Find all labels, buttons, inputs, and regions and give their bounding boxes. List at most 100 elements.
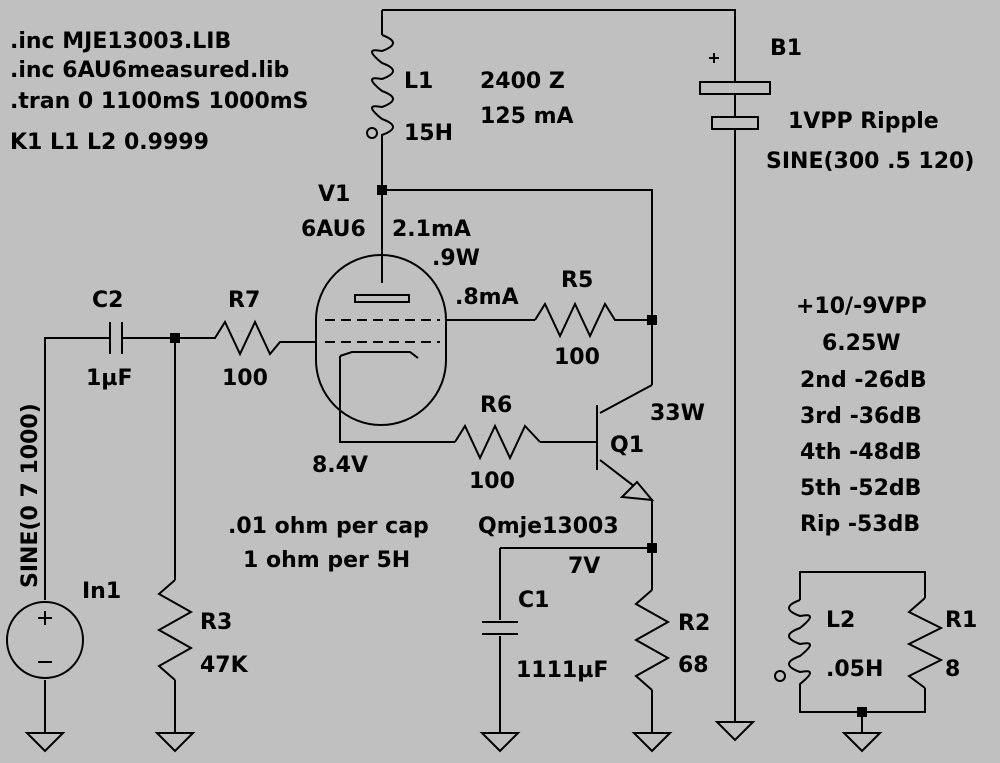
in1-circle — [6, 601, 84, 679]
tube-ref: V1 — [318, 182, 350, 207]
c1-value: 1111µF — [516, 658, 608, 683]
wire-top-rail — [382, 9, 736, 55]
q1-power: 33W — [650, 401, 705, 426]
directive-tran: .tran 0 1100mS 1000mS — [10, 89, 309, 114]
ground-b1 — [714, 721, 756, 742]
junction-output — [857, 707, 867, 717]
ground-r3 — [154, 732, 196, 753]
q1-model: Qmje13003 — [478, 514, 619, 539]
wire-in1-to-c2 — [44, 337, 110, 600]
l2-ref: L2 — [826, 608, 855, 633]
junction-r5 — [647, 315, 657, 325]
r7-value: 100 — [222, 366, 268, 391]
r3-ref: R3 — [200, 610, 232, 635]
capacitor-c2[interactable] — [109, 322, 123, 354]
resistor-r5[interactable] — [534, 301, 625, 339]
transistor-q1[interactable] — [596, 405, 655, 502]
l1-coil — [371, 34, 394, 150]
r5-ref: R5 — [561, 268, 593, 293]
c1-ref: C1 — [518, 588, 549, 613]
tube-envelope — [315, 254, 447, 426]
directive-inc-mje: .inc MJE13003.LIB — [10, 29, 231, 54]
junctions — [170, 185, 867, 717]
wire-plate-to-r5 — [382, 189, 653, 320]
in1-ref: In1 — [82, 579, 121, 604]
q1-collector-lead — [599, 384, 653, 414]
capacitor-c1[interactable] — [482, 621, 518, 635]
result-swing: +10/-9VPP — [796, 294, 927, 319]
r3-value: 47K — [200, 653, 249, 678]
r1-value: 8 — [945, 657, 960, 682]
ground-c1 — [479, 732, 521, 753]
result-4th: 4th -48dB — [800, 440, 921, 465]
results: +10/-9VPP 6.25W 2nd -26dB 3rd -36dB 4th … — [796, 294, 927, 537]
source-in1[interactable] — [6, 601, 84, 679]
tube-screen-current: .8mA — [455, 285, 519, 310]
tube-model: 6AU6 — [301, 217, 366, 242]
r1-ref: R1 — [945, 608, 977, 633]
q1-ref: Q1 — [610, 433, 644, 458]
b1-plus-sign — [709, 53, 719, 63]
r7-ref: R7 — [228, 288, 260, 313]
junction-emitter — [647, 543, 657, 553]
battery-b1[interactable] — [699, 53, 771, 130]
l1-current: 125 mA — [480, 104, 574, 129]
wire-r5-to-q1c — [625, 319, 653, 385]
directive-k1: K1 L1 L2 0.9999 — [10, 130, 209, 155]
c1-plates — [482, 621, 518, 635]
tube-cathode — [339, 351, 419, 359]
r5-value: 100 — [554, 345, 600, 370]
result-3rd: 3rd -36dB — [800, 404, 922, 429]
ground-r2 — [631, 732, 673, 753]
ground-in1 — [24, 732, 66, 753]
directive-inc-6au6: .inc 6AU6measured.lib — [10, 58, 289, 83]
grounds — [24, 721, 883, 753]
l2-phase-dot — [774, 670, 786, 682]
r6-value: 100 — [469, 469, 515, 494]
result-power: 6.25W — [822, 331, 901, 356]
q1-emitter-arrow — [619, 480, 655, 502]
l1-impedance: 2400 Z — [480, 69, 565, 94]
b1-value: SINE(300 .5 120) — [766, 149, 974, 174]
resistor-r1[interactable] — [906, 597, 944, 689]
c2-plates — [109, 322, 123, 354]
in1-plus-sign — [38, 611, 52, 625]
directives: .inc MJE13003.LIB .inc 6AU6measured.lib … — [10, 29, 309, 155]
inductor-l1[interactable] — [366, 34, 394, 150]
tube-cathode-voltage: 8.4V — [312, 453, 368, 478]
tube-v1[interactable] — [315, 254, 447, 426]
l2-value: .05H — [826, 657, 883, 682]
result-5th: 5th -52dB — [800, 476, 921, 501]
b1-plate-bottom — [711, 116, 759, 130]
wire-output-top — [799, 571, 926, 600]
resistor-r7[interactable] — [205, 319, 290, 357]
b1-plate-top — [699, 81, 771, 95]
ground-output — [841, 732, 883, 753]
c2-value: 1µF — [86, 366, 133, 391]
result-2nd: 2nd -26dB — [800, 368, 927, 393]
r2-ref: R2 — [678, 611, 710, 636]
resistor-r2[interactable] — [633, 589, 671, 691]
note-cap-esr: .01 ohm per cap — [228, 514, 429, 539]
b1-ripple: 1VPP Ripple — [788, 109, 939, 134]
r2-value: 68 — [678, 653, 709, 678]
inductor-l2[interactable] — [774, 599, 811, 688]
junction-plate — [377, 185, 387, 195]
result-ripple: Rip -53dB — [800, 512, 920, 537]
l1-ref: L1 — [404, 69, 433, 94]
resistor-r3[interactable] — [156, 579, 194, 681]
l1-value: 15H — [404, 121, 453, 146]
l1-phase-dot — [366, 127, 378, 139]
tube-plate — [354, 294, 410, 303]
tube-current: 2.1mA — [392, 217, 471, 242]
l2-coil — [788, 599, 811, 688]
r6-ref: R6 — [480, 393, 512, 418]
in1-value: SINE(0 7 1000) — [18, 403, 43, 588]
node-7v-label: 7V — [568, 554, 600, 579]
c2-ref: C2 — [92, 288, 123, 313]
junction-grid-node — [170, 333, 180, 343]
b1-ref: B1 — [770, 36, 802, 61]
resistor-r6[interactable] — [454, 423, 541, 461]
